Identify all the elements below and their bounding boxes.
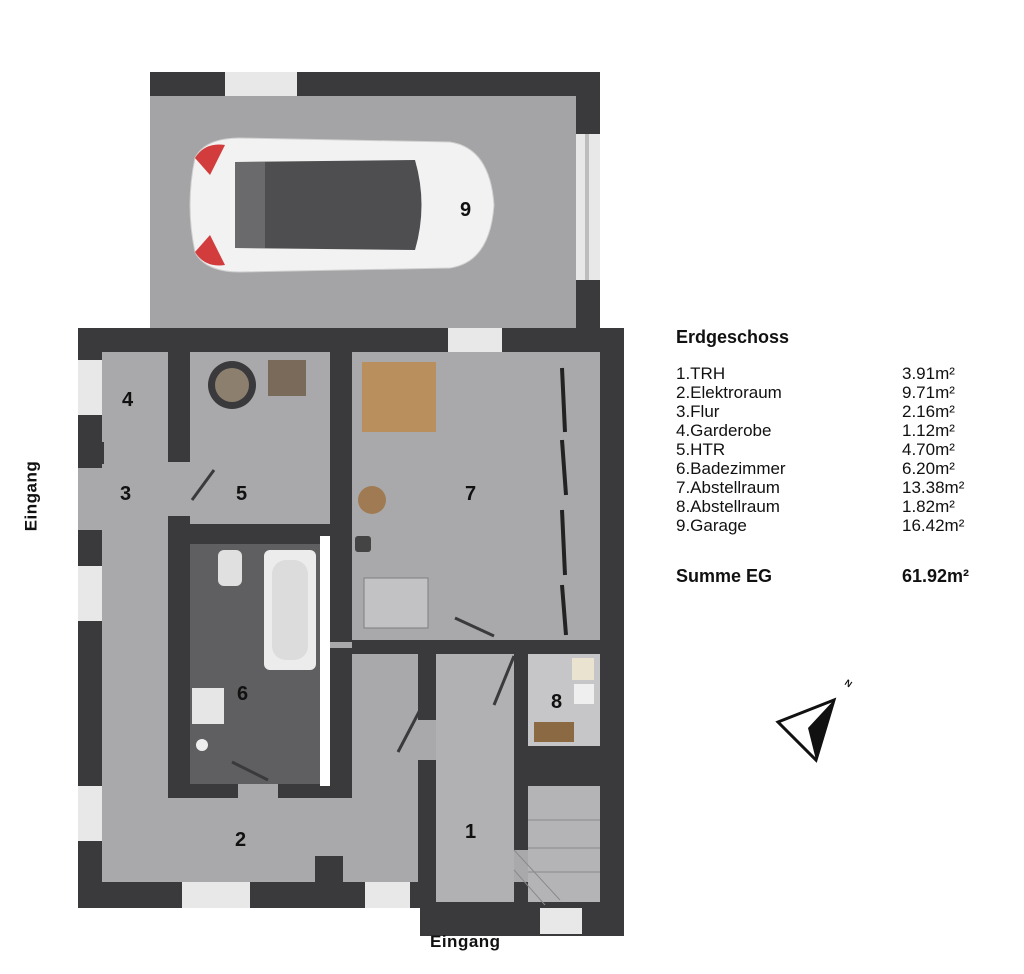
legend-room-label: 6.Badezimmer — [676, 459, 786, 478]
room-number-6: 6 — [237, 683, 248, 705]
room-number-3: 3 — [120, 483, 131, 505]
basket-icon — [358, 486, 386, 514]
heating-room — [208, 360, 306, 409]
storage-8 — [528, 654, 600, 746]
sum-value: 61.92m² — [902, 566, 970, 586]
bath-decor-icon — [196, 739, 208, 751]
legend-title: Erdgeschoss — [676, 327, 790, 347]
entrance-label-left: Eingang — [21, 460, 41, 532]
boxes-icon — [362, 362, 436, 432]
legend-room-label: 9.Garage — [676, 516, 747, 535]
compass-north-label: N — [843, 677, 854, 689]
sink-icon — [192, 688, 224, 724]
sum-label: Summe EG — [676, 566, 773, 586]
storage-7-furniture — [355, 362, 568, 636]
legend-room-area: 2.16m² — [902, 402, 955, 421]
left-windows — [78, 360, 102, 841]
stairwell — [436, 654, 600, 906]
garage-window — [225, 72, 297, 96]
room-number-4: 4 — [122, 389, 134, 411]
doors — [190, 469, 516, 782]
bicycle-icon — [560, 367, 568, 636]
room-number-9: 9 — [460, 199, 471, 221]
legend-room-area: 1.82m² — [902, 497, 955, 516]
legend-room-area: 4.70m² — [902, 440, 955, 459]
bathroom — [190, 536, 330, 786]
legend-room-area: 9.71m² — [902, 383, 955, 402]
room-number-1: 1 — [465, 821, 476, 843]
toilet-small-icon — [355, 536, 371, 552]
room-number-8: 8 — [551, 691, 562, 713]
interior-walls — [80, 352, 600, 908]
left-entrance-opening — [78, 468, 102, 530]
legend-room-label: 7.Abstellraum — [676, 478, 780, 497]
room-number-7: 7 — [465, 483, 476, 505]
room-number-2: 2 — [235, 829, 246, 851]
legend-room-label: 8.Abstellraum — [676, 497, 780, 516]
compass-icon — [775, 697, 837, 763]
car-icon — [189, 137, 495, 273]
entrance-label-bottom: Eingang — [430, 932, 501, 951]
boiler-icon — [268, 360, 306, 396]
legend-room-label: 5.HTR — [676, 440, 726, 459]
legend-room-area: 13.38m² — [902, 478, 965, 497]
shoe-rack-icon — [534, 722, 574, 742]
legend-room-label: 2.Elektroraum — [676, 383, 782, 402]
legend-room-area: 1.12m² — [902, 421, 955, 440]
legend-room-area: 16.42m² — [902, 516, 965, 535]
legend-room-label: 4.Garderobe — [676, 421, 772, 440]
legend-room-label: 1.TRH — [676, 364, 726, 383]
legend-room-area: 6.20m² — [902, 459, 955, 478]
bottom-windows — [182, 328, 582, 934]
room-number-5: 5 — [236, 483, 247, 505]
toilet-icon — [218, 550, 242, 586]
legend-room-label: 3.Flur — [676, 402, 720, 421]
storage-box-icon — [572, 658, 594, 680]
shelf-icon — [363, 577, 429, 629]
legend-room-area: 3.91m² — [902, 364, 955, 383]
